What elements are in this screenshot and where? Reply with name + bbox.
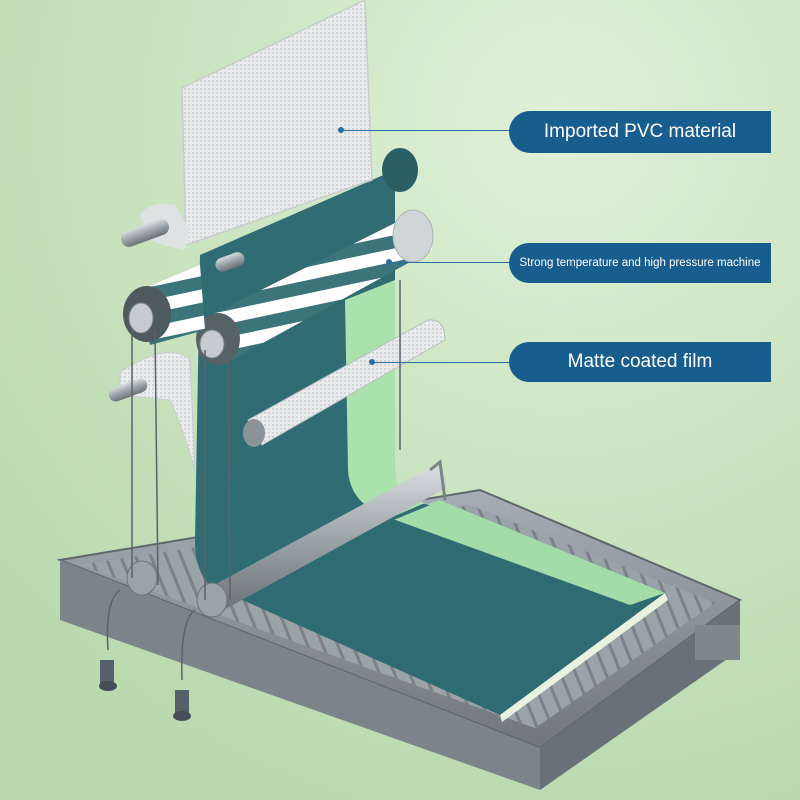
callout-pvc-material: Imported PVC material <box>509 111 771 153</box>
pvc-leader-line <box>343 130 511 131</box>
film-roller <box>243 319 446 447</box>
laminated-board <box>220 500 668 722</box>
adjustment-knobs <box>99 660 191 721</box>
top-guide-rod <box>121 219 169 247</box>
film-pointer-dot <box>369 359 375 365</box>
pvc-pointer-dot <box>338 127 344 133</box>
back-roller <box>123 265 205 345</box>
support-wires <box>106 280 401 681</box>
film-leader-line <box>374 362 511 363</box>
teal-guide-rod <box>215 252 245 272</box>
lower-guide-rod <box>108 378 148 402</box>
callout-pressure-machine: Strong temperature and high pressure mac… <box>509 243 771 283</box>
machine-pointer-dot <box>386 259 392 265</box>
striped-roller <box>196 209 434 365</box>
callout-matte-film: Matte coated film <box>509 342 771 382</box>
machine-leader-line <box>391 262 511 263</box>
